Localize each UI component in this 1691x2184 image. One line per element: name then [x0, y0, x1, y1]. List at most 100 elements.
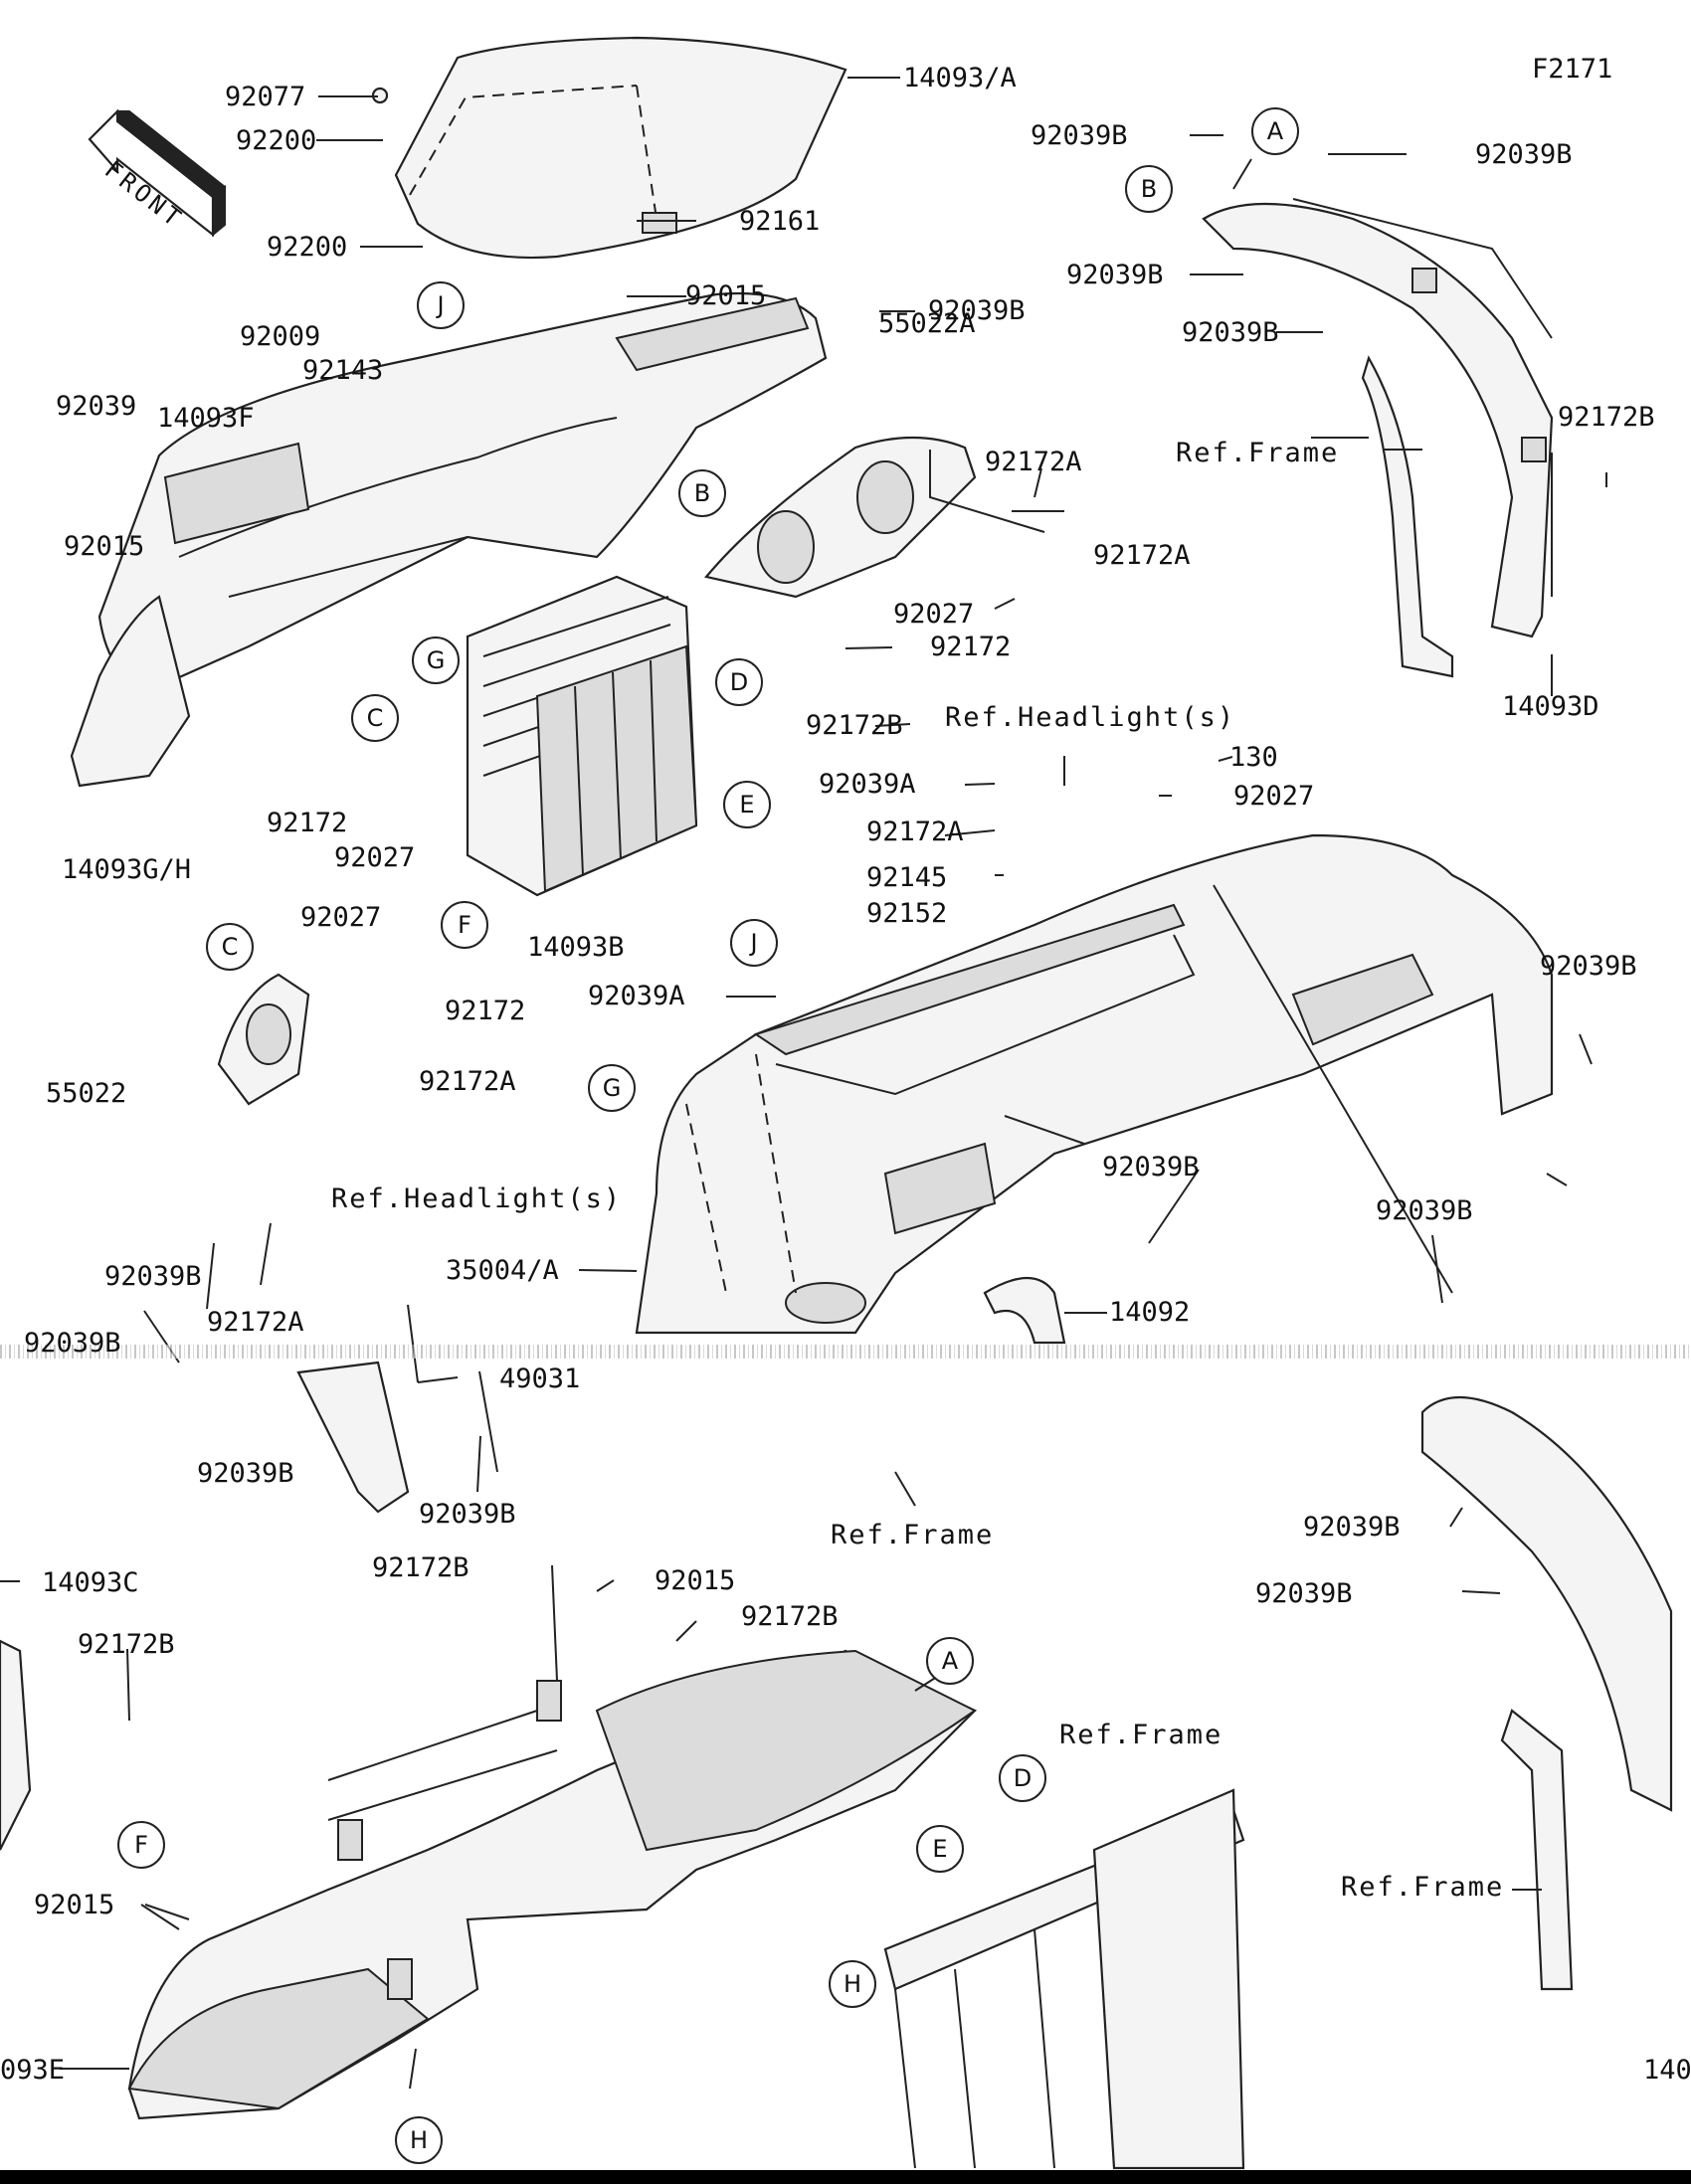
callout-d-2: D [999, 1754, 1046, 1802]
part-label-14093gh[interactable]: 14093G/H [62, 854, 192, 885]
part-label-14093b[interactable]: 14093B [527, 932, 625, 963]
ref-label-headlights-1[interactable]: Ref.Headlight(s) [945, 702, 1236, 733]
part-label-92172b-5[interactable]: 92172B [78, 1629, 175, 1660]
part-label-14092[interactable]: 14092 [1109, 1297, 1191, 1328]
lower-left-bracket [296, 1361, 410, 1514]
instrument-cluster [703, 436, 977, 599]
part-label-92039b-11[interactable]: 92039B [197, 1458, 294, 1489]
part-label-92172a-4[interactable]: 92172A [419, 1066, 516, 1097]
callout-f-2: F [117, 1821, 165, 1869]
main-body-shell [635, 833, 1554, 1335]
part-label-92039b-4[interactable]: 92039B [1182, 317, 1279, 348]
dashboard-panel [97, 291, 828, 688]
part-label-92172-c[interactable]: 92172 [445, 996, 526, 1026]
lower-right-fender [1420, 1396, 1673, 1991]
part-label-92152[interactable]: 92152 [866, 898, 948, 929]
part-label-92172a-2[interactable]: 92172A [1093, 540, 1191, 571]
floor-panel [127, 1649, 977, 2120]
right-fender-panel [1202, 198, 1554, 638]
part-label-92039a-2[interactable]: 92039A [588, 981, 685, 1011]
part-label-92015-c[interactable]: 92015 [655, 1565, 736, 1596]
part-label-92172b-2[interactable]: 92172B [806, 710, 903, 741]
part-label-92039b-6[interactable]: 92039B [1540, 951, 1637, 982]
part-label-49031[interactable]: 49031 [499, 1364, 581, 1394]
part-label-92039b-10[interactable]: 92039B [24, 1328, 121, 1359]
part-label-92039b-9[interactable]: 92039B [104, 1261, 202, 1292]
top-cover-panel [371, 36, 847, 260]
part-label-92039b-2[interactable]: 92039B [1475, 139, 1573, 170]
part-label-14093e-partial[interactable]: 093E [0, 2055, 66, 2086]
part-label-92172b-3[interactable]: 92172B [372, 1552, 470, 1583]
part-label-92172a-5[interactable]: 92172A [207, 1307, 304, 1338]
callout-j-1: J [417, 281, 465, 329]
part-label-92015-d[interactable]: 92015 [34, 1890, 115, 1920]
callout-g-2: G [588, 1064, 636, 1112]
callout-e-2: E [916, 1825, 964, 1873]
part-label-92039b-8[interactable]: 92039B [1376, 1195, 1473, 1226]
part-label-92039b-14[interactable]: 92039B [1255, 1578, 1353, 1609]
ref-label-frame-3[interactable]: Ref.Frame [1059, 1720, 1223, 1750]
callout-c-2: C [206, 923, 254, 971]
callout-b-2: B [678, 469, 726, 517]
callout-g-1: G [412, 637, 460, 684]
part-label-92172b-4[interactable]: 92172B [741, 1601, 839, 1632]
callout-d-1: D [715, 658, 763, 706]
part-label-35004a[interactable]: 35004/A [446, 1255, 559, 1286]
lower-left-side-panel [0, 1639, 32, 1851]
part-label-92039b-3[interactable]: 92039B [1066, 260, 1164, 290]
leader-lines [0, 77, 1607, 2090]
part-label-92027-b[interactable]: 92027 [1233, 781, 1315, 812]
part-label-140-partial[interactable]: 140 [1643, 2055, 1691, 2086]
part-label-14093f[interactable]: 14093F [157, 403, 255, 434]
part-label-92145[interactable]: 92145 [866, 862, 948, 893]
part-label-92027-d[interactable]: 92027 [300, 902, 382, 933]
part-label-14093a[interactable]: 14093/A [903, 63, 1017, 93]
part-label-55022a[interactable]: 55022A [878, 308, 976, 339]
part-label-14093d[interactable]: 14093D [1502, 691, 1599, 722]
lower-frame [883, 1788, 1245, 2170]
part-label-92039b-12[interactable]: 92039B [419, 1499, 516, 1530]
part-label-130[interactable]: 130 [1229, 742, 1278, 773]
left-headlight-housing [217, 973, 310, 1106]
part-label-92200-a[interactable]: 92200 [236, 125, 317, 156]
part-label-92172-a[interactable]: 92172 [930, 632, 1012, 662]
scan-noise-band [0, 1345, 1691, 1359]
part-label-92172-b[interactable]: 92172 [267, 808, 348, 838]
ref-label-headlights-2[interactable]: Ref.Headlight(s) [331, 1183, 623, 1214]
part-label-92015-a[interactable]: 92015 [685, 280, 767, 311]
part-label-92161[interactable]: 92161 [739, 206, 821, 237]
callout-e-1: E [723, 781, 771, 828]
part-label-92009[interactable]: 92009 [240, 321, 321, 352]
part-label-92027-a[interactable]: 92027 [893, 599, 975, 630]
part-label-92039[interactable]: 92039 [56, 391, 137, 422]
callout-h-2: H [395, 2116, 443, 2164]
part-label-92039b-5[interactable]: 92039B [928, 295, 1026, 326]
part-label-92039b-7[interactable]: 92039B [1102, 1152, 1200, 1183]
center-console-trim [983, 1276, 1066, 1345]
callout-a-2: A [926, 1637, 974, 1685]
center-grille [466, 575, 698, 897]
ref-label-frame-2[interactable]: Ref.Frame [831, 1520, 995, 1550]
callout-b-1: B [1125, 165, 1173, 213]
part-label-92172a-3[interactable]: 92172A [866, 817, 964, 847]
part-label-92027-c[interactable]: 92027 [334, 842, 416, 873]
part-label-92039a-1[interactable]: 92039A [819, 769, 916, 800]
part-label-14093c[interactable]: 14093C [42, 1567, 139, 1598]
callout-a-1: A [1251, 107, 1299, 155]
ref-label-frame-1[interactable]: Ref.Frame [1176, 438, 1340, 468]
part-label-55022[interactable]: 55022 [46, 1078, 127, 1109]
ref-label-frame-4[interactable]: Ref.Frame [1341, 1872, 1505, 1903]
left-side-panel [70, 595, 191, 788]
part-label-92015-b[interactable]: 92015 [64, 531, 145, 562]
part-label-92172b-1[interactable]: 92172B [1558, 402, 1655, 433]
figure-code: F2171 [1532, 54, 1613, 85]
part-label-92143[interactable]: 92143 [302, 355, 384, 386]
part-label-92172a-1[interactable]: 92172A [985, 447, 1082, 477]
part-label-92039b-13[interactable]: 92039B [1303, 1512, 1401, 1543]
part-label-92039b-1[interactable]: 92039B [1031, 120, 1128, 151]
part-label-92077[interactable]: 92077 [225, 82, 306, 112]
callout-j-2: J [730, 919, 778, 967]
part-label-92200-b[interactable]: 92200 [267, 232, 348, 263]
